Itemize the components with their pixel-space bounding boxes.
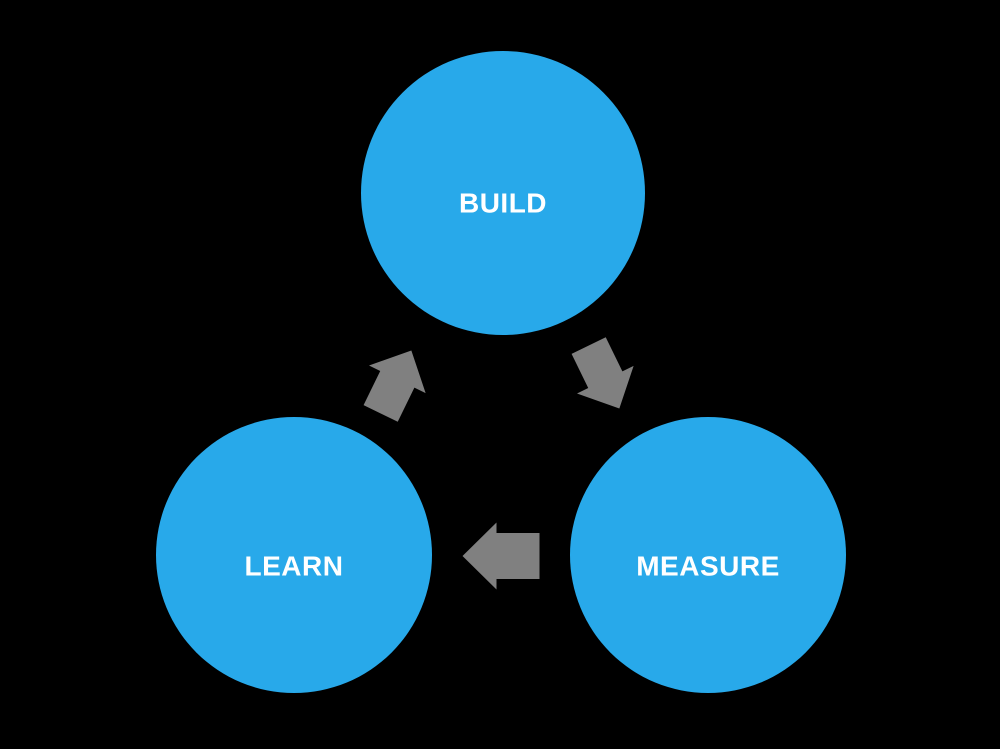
node-build bbox=[361, 51, 645, 335]
arrow-build-to-measure-icon bbox=[571, 337, 634, 409]
node-measure-label: MEASURE bbox=[636, 551, 780, 582]
arrow-learn-to-build-icon bbox=[363, 350, 426, 422]
node-learn bbox=[156, 417, 432, 693]
arrow-measure-to-learn-icon bbox=[462, 522, 540, 590]
node-measure bbox=[570, 417, 846, 693]
node-learn-label: LEARN bbox=[245, 551, 344, 582]
node-build-label: BUILD bbox=[459, 188, 547, 219]
